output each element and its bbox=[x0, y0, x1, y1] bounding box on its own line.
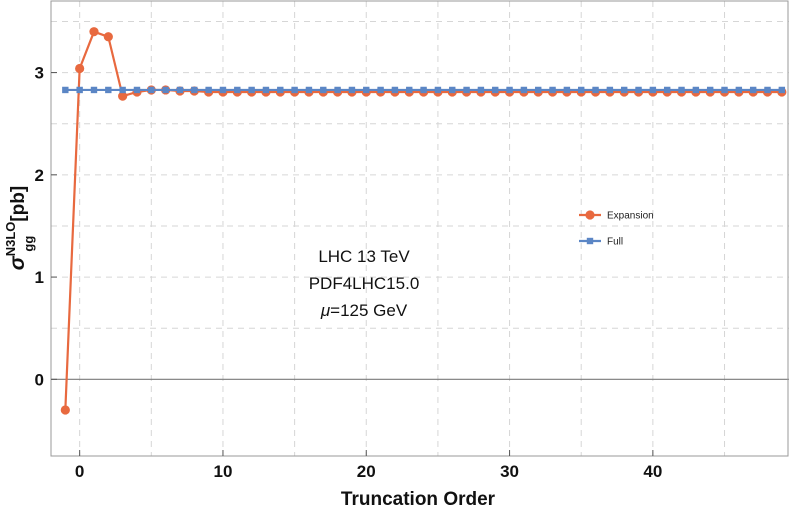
y-tick-label: 0 bbox=[35, 370, 44, 389]
full-point bbox=[62, 86, 69, 94]
full-point bbox=[563, 86, 571, 94]
series-layer bbox=[60, 27, 787, 415]
full-point bbox=[119, 86, 126, 94]
full-point bbox=[148, 86, 155, 94]
full-point bbox=[477, 86, 485, 94]
x-tick-label: 0 bbox=[75, 462, 84, 481]
x-tick-label: 20 bbox=[357, 462, 376, 481]
annotation-mu-value: =125 GeV bbox=[330, 301, 408, 320]
full-point bbox=[90, 86, 98, 94]
full-point bbox=[305, 86, 313, 94]
y-tick-label: 3 bbox=[35, 64, 44, 83]
full-point bbox=[234, 86, 241, 94]
full-point bbox=[592, 86, 599, 94]
expansion-point bbox=[60, 405, 70, 415]
series-expansion bbox=[60, 27, 787, 415]
legend-swatch-marker bbox=[586, 237, 594, 245]
full-point bbox=[549, 86, 556, 94]
annotation-mu-symbol: μ bbox=[320, 301, 331, 320]
full-point bbox=[191, 86, 198, 94]
y-axis-superscript: N3LO bbox=[3, 222, 18, 257]
full-point bbox=[162, 86, 169, 94]
full-point bbox=[735, 86, 743, 94]
full-point bbox=[176, 86, 184, 94]
full-point bbox=[663, 86, 671, 94]
full-point bbox=[678, 86, 685, 94]
y-axis-unit: [pb] bbox=[8, 186, 29, 222]
y-tick-label: 1 bbox=[35, 268, 44, 287]
legend-label-full: Full bbox=[607, 237, 623, 248]
full-point bbox=[721, 86, 728, 94]
full-point bbox=[406, 86, 413, 94]
full-point bbox=[535, 86, 542, 94]
full-point bbox=[277, 86, 284, 94]
full-point bbox=[348, 86, 356, 94]
full-point bbox=[764, 86, 771, 94]
full-point bbox=[205, 86, 212, 94]
full-point bbox=[449, 86, 456, 94]
full-point bbox=[262, 86, 270, 94]
full-point bbox=[635, 86, 642, 94]
full-point bbox=[291, 86, 298, 94]
annotation-line-3: μ=125 GeV bbox=[320, 301, 408, 320]
expansion-point bbox=[103, 32, 113, 42]
expansion-point bbox=[89, 27, 99, 37]
full-point bbox=[133, 86, 141, 94]
full-point bbox=[749, 86, 757, 94]
y-tick-label: 2 bbox=[35, 166, 44, 185]
x-axis-title: Truncation Order bbox=[341, 489, 496, 508]
full-point bbox=[248, 86, 255, 94]
y-axis-subscript: gg bbox=[21, 236, 36, 252]
full-point bbox=[706, 86, 714, 94]
full-point bbox=[391, 86, 399, 94]
expansion-point bbox=[75, 63, 85, 74]
legend-swatch-marker bbox=[585, 210, 595, 220]
full-point bbox=[778, 86, 786, 94]
y-axis-symbol: σ bbox=[6, 255, 29, 270]
plot-frame bbox=[50, 0, 789, 457]
legend-label-expansion: Expansion bbox=[607, 211, 654, 222]
series-full bbox=[62, 86, 786, 94]
full-point bbox=[692, 86, 700, 94]
x-tick-label: 10 bbox=[214, 462, 233, 481]
full-point bbox=[606, 86, 614, 94]
full-point bbox=[363, 86, 370, 94]
annotation-line-2: PDF4LHC15.0 bbox=[309, 274, 420, 293]
full-point bbox=[334, 86, 341, 94]
tick-layer: 0 10 20 30 40 0 1 2 3 bbox=[35, 64, 663, 481]
grid-layer bbox=[51, 1, 789, 456]
full-point bbox=[492, 86, 499, 94]
annotation-block: LHC 13 TeV PDF4LHC15.0 μ=125 GeV bbox=[309, 247, 420, 320]
x-tick-label: 30 bbox=[500, 462, 519, 481]
full-point bbox=[320, 86, 327, 94]
x-tick-label: 40 bbox=[643, 462, 662, 481]
full-point bbox=[520, 86, 528, 94]
full-point bbox=[105, 86, 112, 94]
full-point bbox=[76, 86, 83, 94]
annotation-line-1: LHC 13 TeV bbox=[318, 247, 410, 266]
full-point bbox=[621, 86, 628, 94]
full-point bbox=[463, 86, 470, 94]
expansion-point bbox=[118, 91, 128, 101]
full-point bbox=[434, 86, 442, 94]
full-point bbox=[649, 86, 657, 94]
full-point bbox=[506, 86, 513, 94]
full-point bbox=[377, 86, 384, 94]
full-point bbox=[578, 86, 585, 94]
full-point bbox=[420, 86, 427, 94]
full-point bbox=[219, 86, 227, 94]
